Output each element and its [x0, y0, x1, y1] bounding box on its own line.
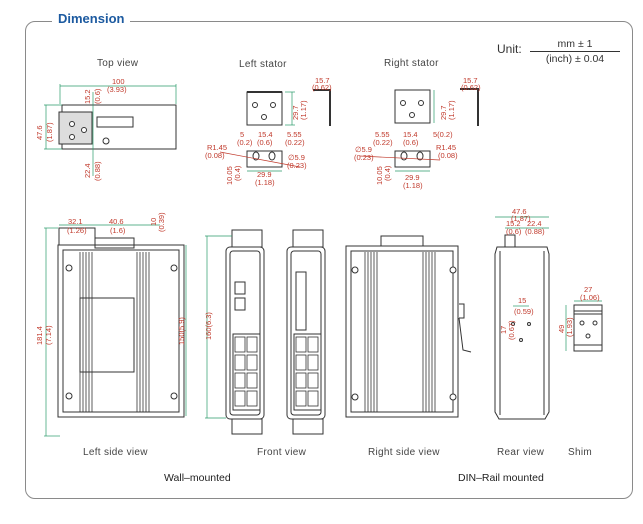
top-offset-inch: (0.6)	[93, 88, 102, 104]
rv-hole-w-inch: (0.59)	[514, 307, 534, 316]
rv-width-dim: 47.6	[512, 207, 527, 216]
rv-a-inch: (0.6)	[506, 227, 522, 236]
ls-depth-inch: (0.4)	[233, 165, 242, 181]
din-rail-mounted-label: DIN–Rail mounted	[458, 472, 544, 484]
top-offset-dim: 15.2	[83, 89, 92, 104]
lsv-a-inch: (1.26)	[67, 226, 87, 235]
ls-thick-dim: 15.7	[315, 76, 330, 85]
ls-b-dim: 15.4	[258, 130, 273, 139]
top-offset-bottom-inch: (0.88)	[93, 161, 102, 181]
rs-hole-inch: (0.23)	[354, 153, 374, 162]
ls-depth-dim: 10.05	[225, 166, 234, 185]
ls-b-inch: (0.6)	[257, 138, 273, 147]
rv-b-inch: (0.88)	[525, 227, 545, 236]
top-view-label: Top view	[97, 58, 139, 69]
top-view-bracket	[58, 111, 93, 145]
right-side-view-label: Right side view	[368, 447, 440, 458]
top-width-dim: 100	[112, 77, 125, 86]
rs-thick-dim: 15.7	[463, 76, 478, 85]
unit-label: Unit:	[497, 42, 522, 56]
lsv-b-inch: (1.6)	[110, 226, 126, 235]
ls-c-dim: 5.55	[287, 130, 302, 139]
lsv-total-h-dim: 181.4	[35, 326, 44, 345]
rs-hole-dim: ∅5.9	[355, 145, 372, 154]
rv-hole-w-dim: 15	[518, 296, 526, 305]
left-stator-drawing: 29.7 (1.17) 15.7 (0.62) 5 (0.2) 15.4 (0.…	[205, 76, 332, 187]
right-side-view-drawing	[345, 235, 472, 418]
top-width-inch: (3.93)	[107, 85, 127, 94]
ls-a-dim: 5	[240, 130, 244, 139]
rs-a-inch: (0.22)	[373, 138, 393, 147]
top-height-dim: 47.6	[35, 125, 44, 140]
right-stator-drawing: 29.7 (1.17) 15.7 (0.62) 5.55 (0.22) 15.4…	[354, 76, 481, 190]
left-side-view-drawing: 32.1 (1.26) 40.6 (1.6) 10 (0.39) 181.4 (…	[35, 212, 187, 437]
lsv-a-dim: 32.1	[68, 217, 83, 226]
lsv-c-inch: (0.39)	[157, 212, 166, 232]
rv-a-dim: 15.2	[506, 219, 521, 228]
rs-depth-dim: 10.05	[375, 166, 384, 185]
section-frame	[25, 21, 633, 499]
shim-height-dim: 49	[557, 325, 566, 333]
unit-fraction: mm ± 1 (inch) ± 0.04	[530, 38, 620, 65]
unit-denominator: (inch) ± 0.04	[545, 53, 605, 65]
rs-c-dim: 5(0.2)	[433, 130, 453, 139]
right-stator-label: Right stator	[384, 58, 439, 69]
rv-hole-h-dim: 17	[499, 326, 508, 334]
top-view-drawing: 100 (3.93) 47.6 (1.87) 15.2 (0.6) 22.4 (…	[35, 77, 177, 181]
ground-screw	[102, 137, 110, 145]
lsv-c-dim: 10	[149, 218, 158, 226]
section-title: Dimension	[52, 11, 131, 26]
rv-width-inch: (1.87)	[511, 214, 531, 223]
rear-view-label: Rear view	[497, 447, 545, 458]
rs-height-dim: 29.7	[439, 105, 448, 120]
ls-thick-inch: (0.62)	[312, 83, 332, 92]
rs-width-dim: 29.9	[405, 173, 420, 182]
ls-hole-dim: ∅5.9	[288, 153, 305, 162]
rear-view-drawing: 47.6 (1.87) 15.2 (0.6) 22.4 (0.88) 15 (0…	[494, 207, 550, 420]
rs-radius-dim: R1.45	[436, 143, 456, 152]
top-height-inch: (1.87)	[45, 122, 54, 142]
shim-drawing: 27 (1.06) 49 (1.93)	[557, 285, 603, 352]
ls-height-dim: 29.7	[291, 105, 300, 120]
rs-a-dim: 5.55	[375, 130, 390, 139]
lsv-b-dim: 40.6	[109, 217, 124, 226]
rv-hole-h-inch: (0.67)	[507, 320, 516, 340]
shim-width-inch: (1.06)	[580, 293, 600, 302]
wall-mounted-label: Wall–mounted	[164, 472, 231, 484]
rs-width-inch: (1.18)	[403, 181, 423, 190]
unit-numerator: mm ± 1	[530, 38, 620, 52]
shim-height-inch: (1.93)	[565, 317, 574, 337]
rs-radius-inch: (0.08)	[438, 151, 458, 160]
front-view-drawing: 160(6.3)	[204, 229, 326, 435]
shim-label: Shim	[568, 447, 592, 458]
ls-width-dim: 29.9	[257, 170, 272, 179]
lsv-body-h-dim: 150(5.9)	[177, 317, 186, 345]
left-stator-label: Left stator	[239, 59, 287, 70]
fv-height-dim: 160(6.3)	[204, 312, 213, 340]
rs-height-inch: (1.17)	[447, 100, 456, 120]
rs-b-inch: (0.6)	[403, 138, 419, 147]
rs-thick-inch: (0.62)	[461, 83, 481, 92]
rs-b-dim: 15.4	[403, 130, 418, 139]
ls-a-inch: (0.2)	[237, 138, 253, 147]
ls-radius-dim: R1.45	[207, 143, 227, 152]
rs-depth-inch: (0.4)	[383, 165, 392, 181]
terminal-block	[96, 116, 134, 128]
rv-b-dim: 22.4	[527, 219, 542, 228]
top-offset-bottom-dim: 22.4	[83, 163, 92, 178]
ls-radius-inch: (0.08)	[205, 151, 225, 160]
left-side-view-label: Left side view	[83, 447, 148, 458]
front-view-label: Front view	[257, 447, 307, 458]
ls-c-inch: (0.22)	[285, 138, 305, 147]
lsv-total-h-inch: (7.14)	[44, 325, 53, 345]
ls-width-inch: (1.18)	[255, 178, 275, 187]
ls-height-inch: (1.17)	[299, 100, 308, 120]
ls-hole-inch: (0.23)	[287, 161, 307, 170]
shim-width-dim: 27	[584, 285, 592, 294]
